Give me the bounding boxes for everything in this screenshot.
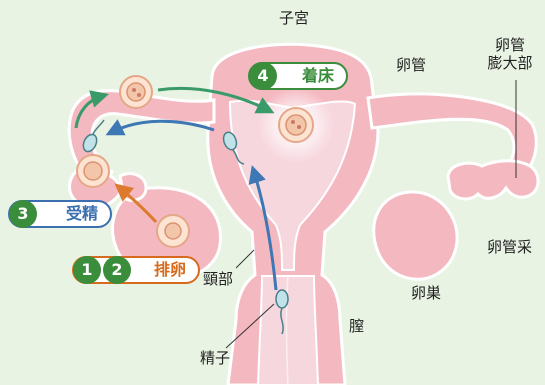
implanted-embryo-icon xyxy=(279,108,313,142)
step-implantation-label: 着床 xyxy=(302,66,334,85)
step-ovulation-label: 排卵 xyxy=(154,260,186,279)
leader-line-cervix xyxy=(236,250,254,268)
step-ovulation-number-badge-1: 1 xyxy=(73,256,101,284)
fallopian-tube-right xyxy=(368,94,538,199)
step-fertilization-label: 受精 xyxy=(66,204,98,223)
label-uterus: 子宮 xyxy=(279,11,309,26)
step-ovulation-number-badge-2: 2 xyxy=(103,256,131,284)
traveling-embryo-icon xyxy=(120,76,152,108)
label-ampulla: 卵管 膨大部 xyxy=(475,36,545,72)
label-cervix: 頸部 xyxy=(203,272,233,287)
label-fallopian-tube: 卵管 xyxy=(396,58,426,73)
label-sperm: 精子 xyxy=(200,351,230,366)
label-ampulla-line1: 卵管 xyxy=(475,36,545,54)
step-implantation-number-badge: 4 xyxy=(249,62,277,90)
fertilized-egg-icon xyxy=(77,155,109,187)
ovulated-egg-icon xyxy=(157,215,189,247)
label-ovary: 卵巣 xyxy=(411,286,441,301)
step-fertilization-number-badge: 3 xyxy=(9,200,37,228)
ovary-right xyxy=(374,192,457,279)
label-vagina: 膣 xyxy=(349,319,364,334)
label-ampulla-line2: 膨大部 xyxy=(475,54,545,72)
label-fimbriae: 卵管采 xyxy=(487,240,532,255)
